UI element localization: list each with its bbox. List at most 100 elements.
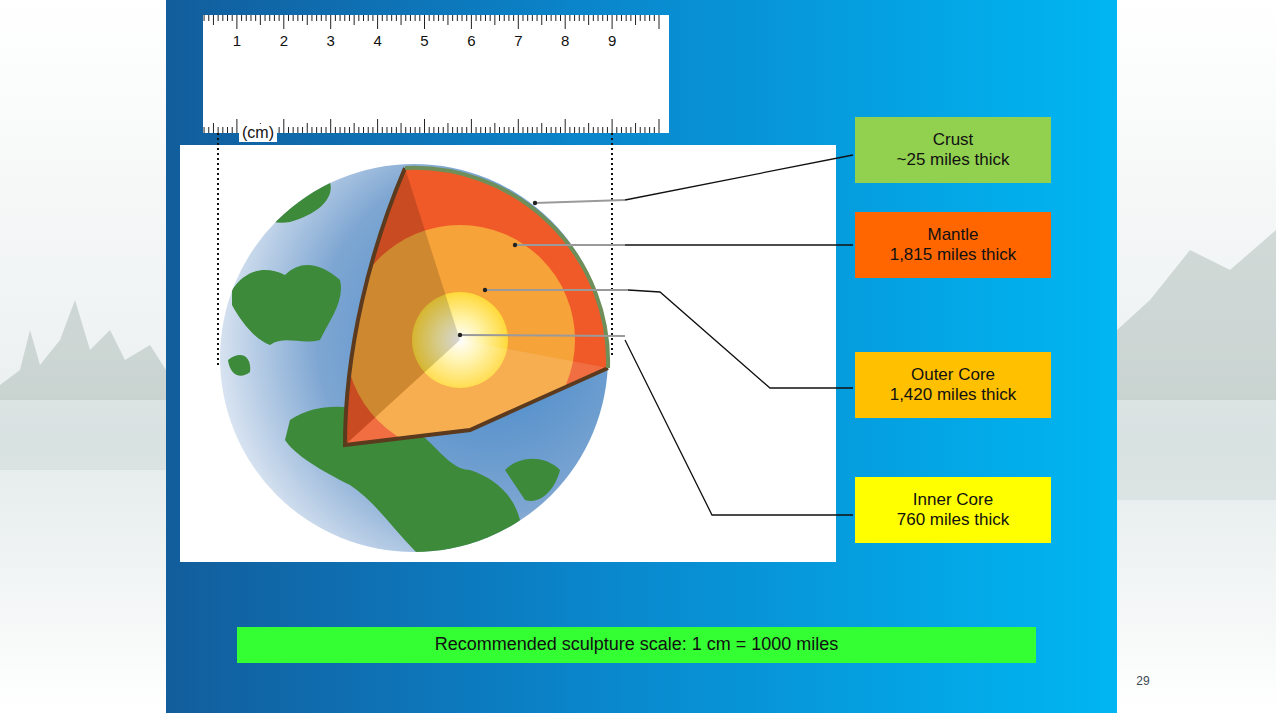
- ruler-tick: [485, 127, 486, 133]
- ruler-tick: [382, 127, 383, 133]
- ruler-tick: [386, 127, 387, 133]
- ruler-tick: [358, 127, 359, 133]
- ruler-tick: [654, 127, 655, 133]
- water-reflection: [0, 400, 166, 470]
- ruler-tick: [368, 127, 369, 133]
- ruler-tick: [513, 127, 514, 133]
- ruler-tick: [283, 119, 284, 133]
- ruler-tick: [485, 15, 486, 21]
- ruler-tick: [621, 15, 622, 21]
- ruler-tick: [565, 119, 566, 133]
- ruler-tick: [321, 15, 322, 21]
- ruler-tick: [537, 15, 538, 21]
- ruler-tick: [640, 127, 641, 133]
- ruler-tick: [518, 119, 519, 133]
- ruler-tick: [598, 127, 599, 133]
- layer-name: Crust: [933, 130, 974, 150]
- ruler-tick: [588, 15, 589, 25]
- crust-rim: [405, 168, 608, 368]
- layer-name: Outer Core: [911, 365, 995, 385]
- slide-background: [166, 0, 1117, 713]
- ruler-tick: [288, 15, 289, 21]
- ruler-tick: [476, 15, 477, 21]
- ruler-tick: [396, 127, 397, 133]
- ruler-tick: [302, 127, 303, 133]
- ruler-tick: [508, 15, 509, 21]
- layer-box: Outer Core1,420 miles thick: [855, 352, 1051, 418]
- ruler-tick: [541, 123, 542, 133]
- ruler-tick: [415, 127, 416, 133]
- ruler-tick: [405, 15, 406, 21]
- ruler-tick: [518, 15, 519, 29]
- ruler-tick: [626, 127, 627, 133]
- ruler-tick: [466, 15, 467, 21]
- ruler-tick: [204, 127, 205, 133]
- leader-line: [625, 155, 853, 200]
- ruler-tick: [433, 127, 434, 133]
- ruler-tick: [424, 15, 425, 29]
- ruler-tick: [551, 15, 552, 21]
- ruler-tick: [213, 15, 214, 25]
- layer-name: Recommended sculpture scale: 1 cm = 1000…: [435, 634, 839, 656]
- ruler-tick: [607, 15, 608, 21]
- slide-number: 29: [1136, 675, 1149, 688]
- continent-europe: [232, 265, 341, 345]
- ruler-tick: [335, 15, 336, 21]
- ruler-tick: [232, 127, 233, 133]
- ruler-tick: [363, 127, 364, 133]
- ruler-tick: [386, 15, 387, 21]
- ruler-number: 8: [561, 33, 569, 50]
- ruler-tick: [368, 15, 369, 21]
- ruler-tick: [522, 15, 523, 21]
- ruler-tick: [372, 127, 373, 133]
- ruler-tick: [401, 15, 402, 25]
- ruler-tick: [593, 15, 594, 21]
- ruler-number: 5: [420, 33, 428, 50]
- ruler-tick: [565, 15, 566, 29]
- ruler-tick: [583, 15, 584, 21]
- ruler-tick: [555, 127, 556, 133]
- ruler-tick: [527, 15, 528, 21]
- ruler-tick: [297, 15, 298, 21]
- ruler-tick: [602, 127, 603, 133]
- ruler-tick: [405, 127, 406, 133]
- ruler-tick: [236, 15, 237, 29]
- ruler-tick: [635, 15, 636, 25]
- ruler-tick: [640, 15, 641, 21]
- ruler-tick: [307, 15, 308, 25]
- ruler-tick: [377, 119, 378, 133]
- ruler-tick: [499, 127, 500, 133]
- ruler-tick: [466, 127, 467, 133]
- ruler-tick: [260, 15, 261, 25]
- ruler-tick: [330, 15, 331, 29]
- ruler-tick: [218, 127, 219, 133]
- ruler-tick: [279, 15, 280, 21]
- ruler-tick: [569, 127, 570, 133]
- ruler-tick: [265, 15, 266, 21]
- ruler-tick: [593, 127, 594, 133]
- leader-dot: [513, 243, 517, 247]
- ruler-tick: [621, 127, 622, 133]
- ruler-tick: [401, 123, 402, 133]
- ruler: [203, 15, 669, 133]
- mountain: [1117, 230, 1276, 400]
- ruler-tick: [443, 127, 444, 133]
- ruler-tick: [602, 15, 603, 21]
- ruler-tick: [330, 119, 331, 133]
- ruler-tick: [574, 15, 575, 21]
- layer-box: Crust~25 miles thick: [855, 117, 1051, 183]
- ruler-tick: [579, 127, 580, 133]
- leader-line: [628, 290, 853, 388]
- ruler-tick: [659, 119, 660, 133]
- ruler-tick: [213, 123, 214, 133]
- ruler-tick: [419, 127, 420, 133]
- continent-greenland: [255, 181, 331, 223]
- ruler-tick: [204, 15, 205, 21]
- water-reflection: [1117, 400, 1276, 500]
- ruler-tick: [612, 15, 613, 29]
- ruler-tick: [354, 15, 355, 25]
- ruler-tick: [508, 127, 509, 133]
- ruler-tick: [311, 15, 312, 21]
- ruler-tick: [649, 15, 650, 21]
- ruler-tick: [616, 15, 617, 21]
